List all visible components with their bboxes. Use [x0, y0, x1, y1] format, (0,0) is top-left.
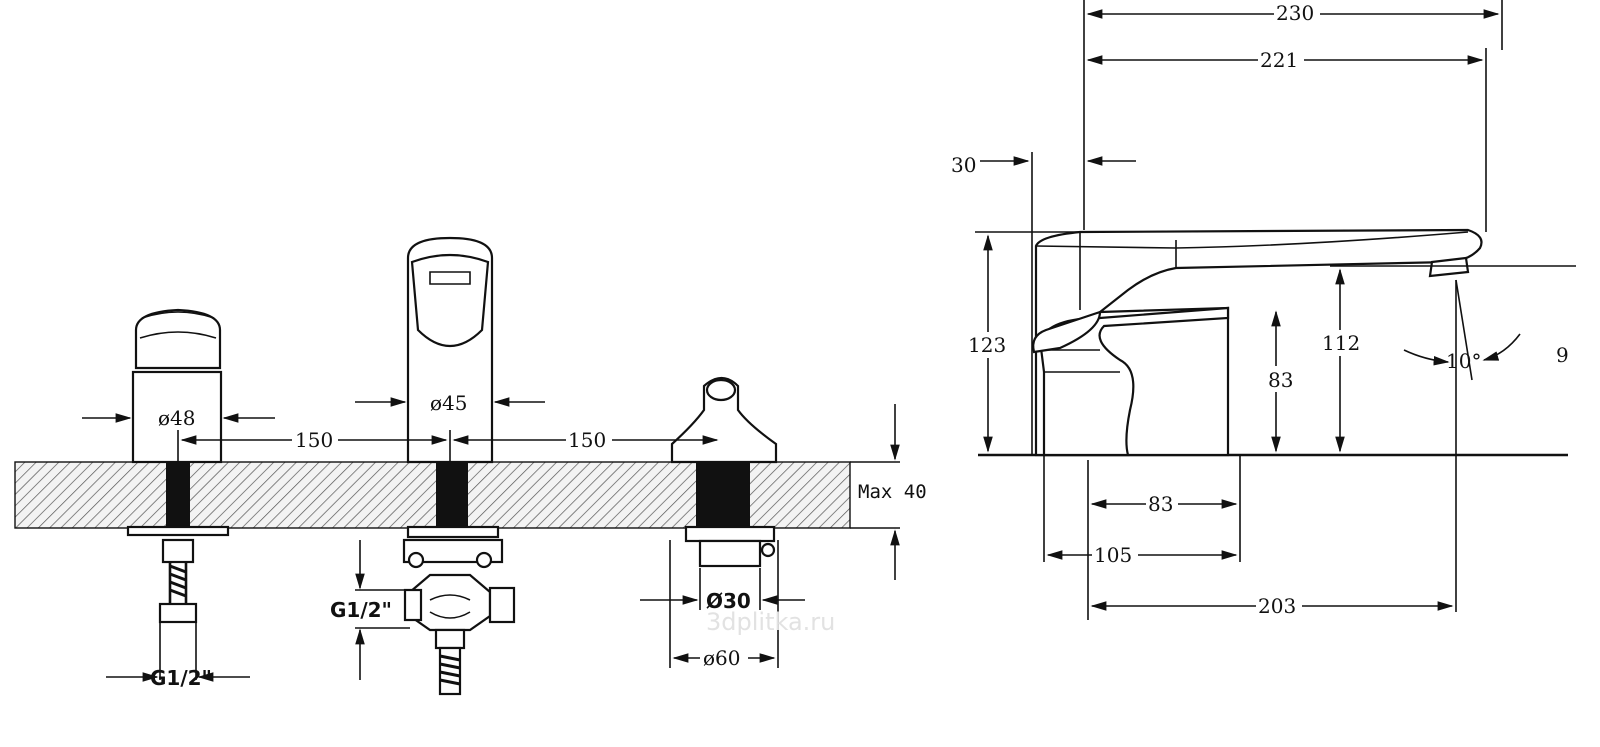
total-height-label: 123 [968, 333, 1006, 357]
diverter-hole-label: Ø30 [706, 589, 751, 613]
body-width-label: 83 [1148, 492, 1173, 516]
base-depth-label: 105 [1094, 543, 1132, 567]
body-height-label: 83 [1268, 368, 1293, 392]
handle-diameter-label: ø48 [158, 406, 196, 430]
overall-length-label: 230 [1276, 1, 1314, 25]
side-view: 230 221 30 123 112 83 10° 9 83 105 203 [951, 0, 1576, 620]
handle-offset-label: 30 [951, 153, 976, 177]
spout-length-label: 221 [1260, 48, 1298, 72]
spout-height-label: 112 [1322, 331, 1360, 355]
watermark: 3dplitka.ru [706, 608, 835, 636]
spacing-right-label: 150 [568, 428, 606, 452]
center-spout [402, 236, 516, 696]
left-valve-handle [126, 308, 230, 680]
outlet-drop-label: 9 [1556, 343, 1569, 367]
deck-thickness-label: Max 40 [858, 481, 927, 503]
thread-center-label: G1/2" [330, 598, 392, 622]
spout-reach-label: 203 [1258, 594, 1296, 618]
thread-left-label: G1/2" [150, 666, 212, 690]
spout-diameter-label: ø45 [430, 391, 468, 415]
front-view: ø48 ø45 150 150 Max 40 G1/2" G1/2" Ø30 ø… [14, 236, 927, 696]
diverter-flange-label: ø60 [703, 646, 741, 670]
side-faucet-body [1034, 228, 1483, 457]
spacing-left-label: 150 [295, 428, 333, 452]
angle-label: 10° [1446, 349, 1481, 373]
